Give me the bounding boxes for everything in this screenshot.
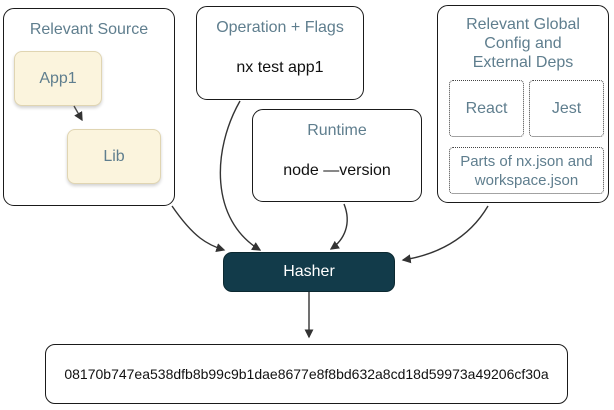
dep-react: React	[449, 80, 524, 137]
global-config-title: Relevant Global Config and External Deps	[438, 6, 608, 72]
node-lib-label: Lib	[103, 147, 125, 165]
arrow-config-to-hasher	[401, 205, 489, 264]
global-config-title-line2: Config and	[484, 35, 562, 52]
dep-jest-label: Jest	[551, 100, 582, 117]
hasher-label: Hasher	[283, 263, 335, 280]
arrow-source-to-hasher	[171, 205, 226, 253]
global-config-title-line1: Relevant Global	[466, 16, 580, 33]
operation-flags-title: Operation + Flags	[216, 19, 344, 36]
config-files-note: Parts of nx.json and workspace.json	[449, 147, 604, 194]
relevant-source-group: Relevant Source App1 Lib	[3, 8, 175, 206]
dep-jest: Jest	[529, 80, 604, 137]
runtime-title: Runtime	[307, 122, 367, 139]
global-config-group: Relevant Global Config and External Deps…	[437, 5, 609, 203]
config-files-note-label: Parts of nx.json and workspace.json	[460, 152, 593, 189]
hasher-node: Hasher	[223, 252, 395, 292]
runtime-group: Runtime node —version	[252, 109, 422, 202]
operation-flags-command: nx test app1	[236, 59, 324, 76]
node-lib: Lib	[67, 129, 161, 184]
runtime-command: node —version	[283, 162, 391, 179]
node-app1-label: App1	[39, 69, 77, 87]
node-app1: App1	[14, 51, 102, 106]
arrow-runtime-to-hasher	[329, 203, 348, 250]
global-config-title-line3: External Deps	[472, 54, 574, 71]
operation-flags-group: Operation + Flags nx test app1	[196, 6, 364, 100]
hash-output-box: 08170b747ea538dfb8b99c9b1dae8677e8f8bd63…	[45, 344, 568, 404]
dep-react-label: React	[465, 100, 508, 117]
hash-value: 08170b747ea538dfb8b99c9b1dae8677e8f8bd63…	[64, 366, 549, 382]
relevant-source-title: Relevant Source	[29, 21, 149, 38]
